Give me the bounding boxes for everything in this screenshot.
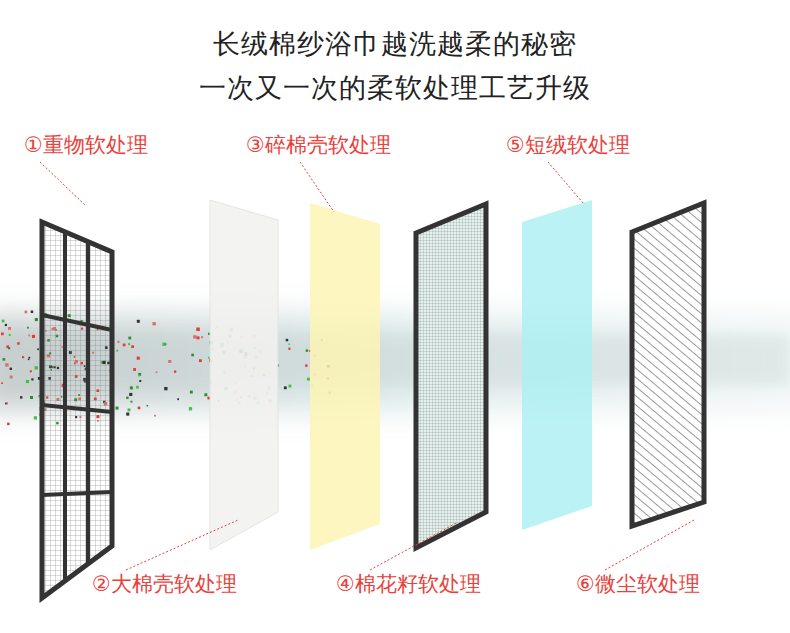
particle: [199, 359, 202, 362]
particle: [29, 357, 31, 359]
particle: [153, 322, 156, 325]
particle: [137, 320, 140, 323]
panel-2: [210, 200, 278, 550]
particle: [5, 403, 7, 405]
particle: [31, 311, 34, 314]
particle: [147, 405, 149, 407]
particle: [35, 366, 38, 369]
particle: [1, 382, 3, 384]
particle: [7, 423, 10, 426]
callout-label: ⑤短绒软处理: [506, 131, 630, 159]
particle: [10, 368, 12, 370]
callout-label: ①重物软处理: [24, 131, 148, 159]
particle: [196, 328, 200, 332]
particle: [288, 348, 290, 350]
particle: [130, 386, 133, 389]
particle: [116, 350, 118, 352]
particle: [17, 342, 20, 345]
particle: [133, 368, 136, 371]
particle: [9, 334, 11, 336]
particle: [154, 415, 156, 417]
particle: [1, 333, 4, 336]
particle: [129, 393, 132, 396]
particle: [284, 386, 287, 389]
particle: [305, 364, 307, 366]
callout-label: ③碎棉壳软处理: [246, 131, 391, 159]
particle: [37, 348, 39, 350]
particle: [307, 378, 310, 381]
callout-label: ⑥微尘软处理: [576, 570, 700, 598]
particle: [174, 371, 176, 373]
particle: [5, 324, 7, 326]
particle: [30, 396, 33, 399]
particle: [197, 336, 200, 339]
particle: [137, 357, 140, 360]
particle: [126, 413, 129, 416]
particle: [306, 349, 308, 351]
callout-label: ②大棉壳软处理: [92, 570, 237, 598]
particle: [289, 385, 292, 388]
particle: [30, 370, 32, 372]
particle: [2, 320, 5, 323]
particle: [139, 380, 141, 382]
particle: [31, 378, 33, 380]
particle: [136, 386, 139, 389]
particle: [138, 375, 140, 377]
particle: [201, 336, 203, 338]
particle: [128, 408, 131, 411]
title: 长绒棉纱浴巾越洗越柔的秘密: [213, 26, 577, 62]
panel-3: [310, 203, 380, 550]
particle: [26, 380, 29, 383]
particle: [123, 344, 126, 347]
panel-6: [632, 203, 704, 526]
particle: [128, 343, 130, 345]
particle: [189, 407, 192, 410]
particle: [126, 397, 128, 399]
particle: [3, 358, 6, 361]
particle: [27, 327, 29, 329]
particle: [28, 359, 30, 361]
particle: [22, 356, 24, 358]
particle: [5, 363, 8, 366]
particle: [193, 335, 196, 338]
particle: [128, 337, 131, 340]
particle: [6, 402, 8, 404]
particle: [34, 416, 37, 419]
particle: [190, 391, 193, 394]
subtitle: 一次又一次的柔软处理工艺升级: [199, 70, 591, 106]
particle: [131, 345, 134, 348]
particle: [168, 360, 171, 363]
particle: [116, 407, 119, 410]
particle: [8, 327, 11, 330]
panel-1: [42, 222, 112, 598]
particle: [35, 318, 38, 321]
particle: [20, 396, 22, 398]
particle: [28, 335, 30, 337]
particle: [10, 376, 13, 379]
particle: [138, 407, 141, 410]
panel-5: [522, 200, 592, 530]
leader-lines: [40, 162, 694, 570]
particle: [32, 335, 35, 338]
particle: [289, 343, 291, 345]
particle: [191, 354, 194, 357]
callout-label: ④棉花籽软处理: [336, 570, 481, 598]
panel-4: [416, 204, 486, 548]
particle: [286, 339, 289, 342]
particle: [156, 371, 158, 373]
particle: [204, 393, 207, 396]
particle: [6, 345, 9, 348]
particle: [177, 398, 179, 400]
particle: [25, 311, 28, 314]
particle: [162, 343, 165, 346]
particle: [131, 401, 133, 403]
particle: [138, 373, 141, 376]
particle: [164, 387, 167, 390]
particle: [117, 341, 119, 343]
